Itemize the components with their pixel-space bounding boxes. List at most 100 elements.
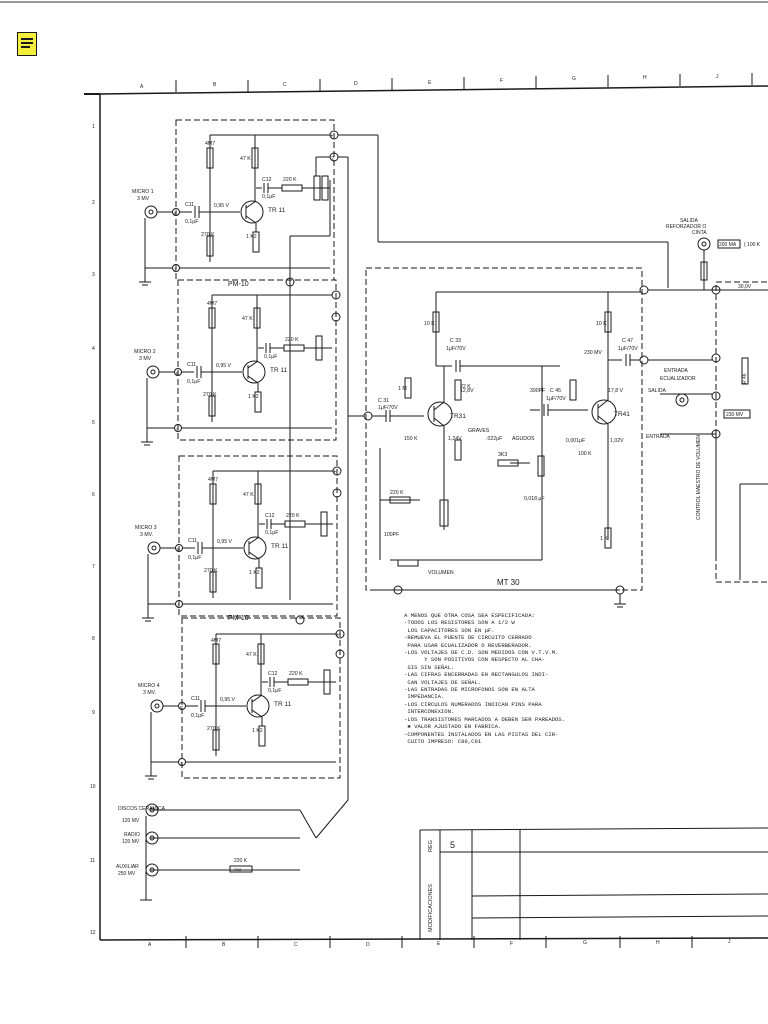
c12-val-2: 0,1μF <box>264 354 277 360</box>
c33-ref: C 33 <box>450 338 461 344</box>
preamp-stage-1: MICRO 1 3 MV C11 0,1μF 0,95 V TR 11 C12 … <box>132 119 339 286</box>
c11-val-3: 0,1μF <box>188 555 201 561</box>
c47-val: 1μF/70V <box>618 346 638 352</box>
row-label-6: 6 <box>92 492 95 498</box>
note-line-18: -COMPONENTES INSTALADOS EN LAS PISTAS DE… <box>404 730 559 738</box>
note-line-2: -TODOS LOS RESISTORES SON A 1/2 W <box>404 619 515 627</box>
rev-number: 5 <box>450 840 455 850</box>
r220k-1: 220 K <box>283 177 297 183</box>
vbase-3: 0,95 V <box>217 539 233 545</box>
v-1-02: 1,02V <box>610 438 624 444</box>
r1m-mt: 1 M <box>398 386 407 392</box>
aux-auxiliar-level: 250 MV <box>118 871 136 877</box>
control-label: CONTROL MAESTRO DE VOLUMEN <box>696 435 702 520</box>
note-line-7: Y SON POSITIVOS CON RESPECTO AL CHA- <box>404 656 545 664</box>
aux-r220k: 220 K <box>234 858 248 864</box>
c11-val-2: 0,1μF <box>187 379 200 385</box>
agudos-label: AGUDOS <box>512 436 535 442</box>
r270k-1: 270 K <box>201 232 215 238</box>
c12-ref-4: C12 <box>268 671 278 677</box>
r270k-3: 270 K <box>204 568 218 574</box>
row-label-7: 7 <box>92 564 95 570</box>
micro-2-label: MICRO 2 <box>134 349 156 355</box>
graves-label: GRAVES <box>468 428 490 434</box>
c11-val-1: 0,1μF <box>185 219 198 225</box>
pin-2b-3: 2 <box>177 603 180 608</box>
pm10-label-bottom: PM-10 <box>228 615 249 622</box>
title-block: MODIFICACIONES REG 5 <box>419 827 768 940</box>
c0018-mt: 0,018 μF <box>524 496 545 502</box>
mv200-label: 200 MA <box>719 242 737 248</box>
general-notes: A MENOS QUE OTRA COSA SEA ESPECIFICADA: … <box>404 612 604 745</box>
volumen-label: VOLUMEN <box>428 570 454 576</box>
note-line-9: -LAS CIFRAS ENCERRADAS EN RECTANGULOS IN… <box>404 671 549 679</box>
row-label-5: 5 <box>92 420 95 426</box>
r4m7-1: 4M7 <box>205 141 215 147</box>
mv100-label: ( 100 K <box>744 242 761 248</box>
pin-2a-1: 2 <box>331 156 334 162</box>
row-labels: 1 2 3 4 5 6 7 8 9 10 11 12 <box>90 124 96 936</box>
preamp-stage-4: MICRO 4 3 MV. C11 0,1μF 0,95 V TR 11 C12… <box>138 617 345 780</box>
r4m7-4: 4M7 <box>211 638 221 644</box>
micro-1-label: MICRO 1 <box>132 189 154 195</box>
c33-val: 1μF/70V <box>446 346 466 352</box>
c11-val-4: 0,1μF <box>191 713 204 719</box>
micro-3-label: MICRO 3 <box>135 525 157 531</box>
col-label-d-bottom: D <box>366 942 370 948</box>
r1k2-2: 1 K2 <box>248 394 259 400</box>
r1k2-4: 1 K2 <box>252 728 263 734</box>
r4m7-3: 4M7 <box>208 477 218 483</box>
col-label-a-top: A <box>140 84 144 90</box>
col-label-f-top: F <box>500 78 503 84</box>
r47k-2: 47 K <box>242 316 253 322</box>
r1k2-1: 1 K2 <box>246 234 257 240</box>
note-line-16: ✱ VALOR AJUSTADO EN FABRICA. <box>404 723 502 731</box>
mv230-mt: 230 MV <box>584 350 602 356</box>
pin-e-4: E <box>180 705 183 710</box>
note-line-4: -REMUEVA EL PUENTE DE CIRCUITO CERRADO <box>404 634 532 642</box>
row-label-2: 2 <box>92 200 95 206</box>
aux-r12: R12 <box>234 867 242 872</box>
col-label-e-top: E <box>428 80 432 86</box>
r1k-mt: 1 K <box>600 536 608 542</box>
r47k-3: 47 K <box>243 492 254 498</box>
col-label-c-bottom: C <box>294 942 298 948</box>
tr41-label: TR41 <box>614 411 630 418</box>
c11-ref-3: C11 <box>188 538 197 544</box>
note-icon[interactable] <box>17 32 37 56</box>
c12-val-4: 0,1μF <box>268 688 281 694</box>
col-label-g-bottom: G <box>583 940 587 946</box>
r46-label: R 46 <box>742 373 748 384</box>
note-line-6: -LOS VOLTAJES DE C.D. SON MEDIDOS CON V.… <box>404 649 559 657</box>
col-label-b-bottom: B <box>222 942 226 948</box>
col-label-j-top: J <box>716 74 719 80</box>
col-label-j-bottom: J <box>728 939 731 945</box>
note-line-14: INTERCONEXION. <box>404 708 455 716</box>
aux-discos-label: DISCOS CERAMICA <box>118 806 166 812</box>
c31-val: 1μF/70V <box>378 405 398 411</box>
c12-val-3: 0,1μF <box>265 530 278 536</box>
col-label-g-top: G <box>572 76 576 82</box>
tr11-2: TR 11 <box>270 367 288 374</box>
row-label-8: 8 <box>92 636 95 642</box>
pin-2b-2: 2 <box>176 427 179 432</box>
aux-auxiliar-label: AUXILIAR <box>116 864 139 870</box>
pin-2b-4: 2 <box>180 761 183 766</box>
cinta-label: CINTA <box>692 230 707 236</box>
note-line-8: SIS SIN SEÑAL. <box>404 663 455 671</box>
aux-radio-label: RADIO <box>124 832 140 838</box>
r4m7-2: 4M7 <box>207 301 217 307</box>
v-1-24: 1,24V <box>448 436 462 442</box>
row-label-4: 4 <box>92 346 95 352</box>
c12-ref-1: C12 <box>262 177 272 183</box>
r3k3-mt: 3K3 <box>498 452 507 458</box>
r10k-mt: 10 K <box>424 321 435 327</box>
pm10-label-top: PM-10 <box>228 281 249 288</box>
micro-4-label: MICRO 4 <box>138 683 160 689</box>
micro-3-level: 3 MV. <box>140 532 153 538</box>
c31-ref: C 31 <box>378 398 389 404</box>
tr11-4: TR 11 <box>274 701 292 708</box>
col-label-b-top: B <box>213 82 217 88</box>
output-section: SALIDA REFORZADOR O CINTA 200 MA ( 100 K… <box>646 218 768 583</box>
